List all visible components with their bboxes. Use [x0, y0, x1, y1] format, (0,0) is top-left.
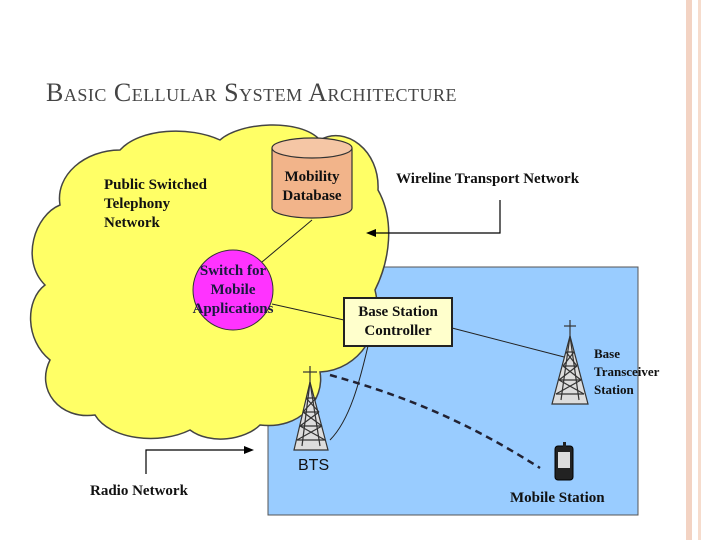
mobility-database-label: Mobility Database [282, 169, 342, 204]
mobile-phone-icon [554, 442, 574, 481]
link-switch-bsc [271, 303, 345, 321]
mobile-station-label: Mobile Station [510, 490, 605, 506]
bts-station-label: Base Transceiver Station [594, 346, 660, 397]
bts-label: BTS [298, 457, 330, 474]
bsc-label: Base Station Controller [358, 304, 438, 339]
radio-link-dashed [329, 373, 541, 470]
bsc-box [343, 297, 453, 347]
slide-border-stripe-thin [698, 0, 701, 540]
slide-border-stripe [686, 0, 692, 540]
wireline-transport-label: Wireline Transport Network [396, 171, 580, 187]
link-bsc-bts [329, 345, 369, 441]
bts-tower [293, 366, 329, 451]
radio-network-arrow [145, 449, 246, 474]
pstn-label: Public Switched Telephony Network [104, 177, 207, 231]
wireline-arrow [372, 200, 501, 234]
radio-network-label: Radio Network [90, 483, 188, 499]
mobility-database-cylinder [271, 137, 353, 219]
bts-station-tower [551, 320, 589, 405]
switch-circle [192, 249, 274, 331]
link-bsc-bts-station [451, 327, 569, 359]
link-switch-db [261, 219, 313, 263]
slide-title: Basic Cellular System Architecture [46, 78, 457, 107]
switch-label: Switch for Mobile Applications [192, 263, 274, 317]
